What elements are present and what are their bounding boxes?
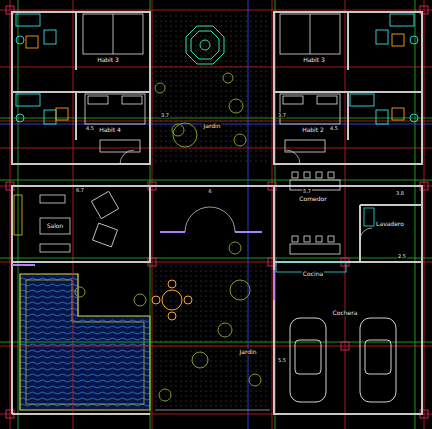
dimension: 3.8 xyxy=(395,191,405,196)
patio-table xyxy=(152,280,192,320)
living-furniture xyxy=(14,191,119,252)
garden-ground xyxy=(155,14,269,410)
room-name: Habit 3 xyxy=(96,57,120,63)
room-name: Cochera xyxy=(332,310,359,316)
room-name: Lavadero xyxy=(375,221,405,227)
room-name: Habit 3 xyxy=(302,57,326,63)
dimension: 2.5 xyxy=(397,254,407,259)
dimension: 6.7 xyxy=(75,188,85,193)
dimension: 6 xyxy=(207,189,212,194)
cars xyxy=(290,318,396,402)
dimension: 5.5 xyxy=(277,358,287,363)
windows xyxy=(12,232,274,300)
plants xyxy=(75,73,261,401)
dimension: 4.5 xyxy=(329,126,339,131)
room-name: Salon xyxy=(46,223,65,229)
room-name: Cocina xyxy=(302,271,324,277)
dimension: 3.7 xyxy=(160,113,170,118)
doors xyxy=(120,150,372,240)
dimension: 4.5 xyxy=(85,126,95,131)
dimension: 3.7 xyxy=(277,113,287,118)
walls xyxy=(12,12,422,414)
fountain xyxy=(186,26,224,64)
room-name: Comedor xyxy=(298,196,327,202)
room-name: Jardin xyxy=(238,349,257,355)
beds xyxy=(83,14,340,152)
room-name: Jardin xyxy=(202,123,221,129)
room-name: Habit 4 xyxy=(98,127,122,133)
room-name: Habit 2 xyxy=(301,127,325,133)
bathrooms xyxy=(16,14,418,124)
dimension: 5.7 xyxy=(302,189,312,194)
dining-kitchen xyxy=(276,172,374,272)
